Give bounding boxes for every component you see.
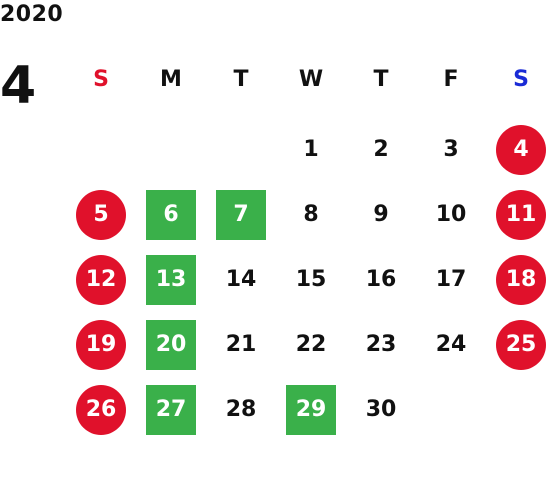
- weekday-header: F: [443, 67, 459, 92]
- closed-day[interactable]: 20: [136, 320, 206, 370]
- weekday-header: S: [513, 67, 529, 92]
- weekday-header: S: [93, 67, 109, 92]
- calendar-day[interactable]: 1: [276, 125, 346, 175]
- day-number: 8: [303, 202, 319, 227]
- holiday-day[interactable]: 19: [66, 320, 136, 370]
- weekday-header: M: [160, 67, 182, 92]
- day-number: 18: [505, 267, 537, 292]
- day-number: 13: [155, 267, 187, 292]
- closed-day[interactable]: 7: [206, 190, 276, 240]
- closed-day[interactable]: 13: [136, 255, 206, 305]
- calendar-day[interactable]: 16: [346, 255, 416, 305]
- day-number: 7: [233, 202, 249, 227]
- day-number: 10: [435, 202, 467, 227]
- day-number: 30: [365, 397, 397, 422]
- calendar-day[interactable]: 10: [416, 190, 486, 240]
- day-number: 1: [303, 137, 319, 162]
- closed-day[interactable]: 29: [276, 385, 346, 435]
- day-number: 20: [155, 332, 187, 357]
- calendar-day[interactable]: 22: [276, 320, 346, 370]
- day-number: 5: [93, 202, 109, 227]
- day-number: 27: [155, 397, 187, 422]
- day-number: 11: [505, 202, 537, 227]
- calendar-day[interactable]: 30: [346, 385, 416, 435]
- day-number: 4: [513, 137, 529, 162]
- closed-day[interactable]: 27: [136, 385, 206, 435]
- day-number: 23: [365, 332, 397, 357]
- day-number: 26: [85, 397, 117, 422]
- calendar-day[interactable]: 24: [416, 320, 486, 370]
- calendar-day[interactable]: 23: [346, 320, 416, 370]
- day-number: 28: [225, 397, 257, 422]
- day-number: 2: [373, 137, 389, 162]
- day-number: 21: [225, 332, 257, 357]
- day-number: 24: [435, 332, 467, 357]
- day-number: 19: [85, 332, 117, 357]
- holiday-day[interactable]: 5: [66, 190, 136, 240]
- holiday-day[interactable]: 12: [66, 255, 136, 305]
- calendar-day[interactable]: 14: [206, 255, 276, 305]
- day-number: 12: [85, 267, 117, 292]
- day-number: 14: [225, 267, 257, 292]
- day-number: 17: [435, 267, 467, 292]
- day-number: 22: [295, 332, 327, 357]
- calendar-year: 2020: [0, 2, 64, 27]
- calendar-day[interactable]: 2: [346, 125, 416, 175]
- closed-day[interactable]: 6: [136, 190, 206, 240]
- calendar-day[interactable]: 21: [206, 320, 276, 370]
- day-number: 15: [295, 267, 327, 292]
- day-number: 29: [295, 397, 327, 422]
- day-number: 9: [373, 202, 389, 227]
- holiday-day[interactable]: 26: [66, 385, 136, 435]
- calendar-day[interactable]: 28: [206, 385, 276, 435]
- holiday-day[interactable]: 4: [486, 125, 548, 175]
- calendar-day[interactable]: 8: [276, 190, 346, 240]
- calendar-day[interactable]: 9: [346, 190, 416, 240]
- weekday-header: T: [233, 67, 249, 92]
- day-number: 16: [365, 267, 397, 292]
- holiday-day[interactable]: 25: [486, 320, 548, 370]
- weekday-header: T: [373, 67, 389, 92]
- calendar-day[interactable]: 3: [416, 125, 486, 175]
- holiday-day[interactable]: 18: [486, 255, 548, 305]
- day-number: 25: [505, 332, 537, 357]
- day-number: 3: [443, 137, 459, 162]
- day-number: 6: [163, 202, 179, 227]
- calendar-month: 4: [0, 56, 37, 116]
- calendar-day[interactable]: 15: [276, 255, 346, 305]
- calendar-day[interactable]: 17: [416, 255, 486, 305]
- weekday-header: W: [298, 67, 324, 92]
- holiday-day[interactable]: 11: [486, 190, 548, 240]
